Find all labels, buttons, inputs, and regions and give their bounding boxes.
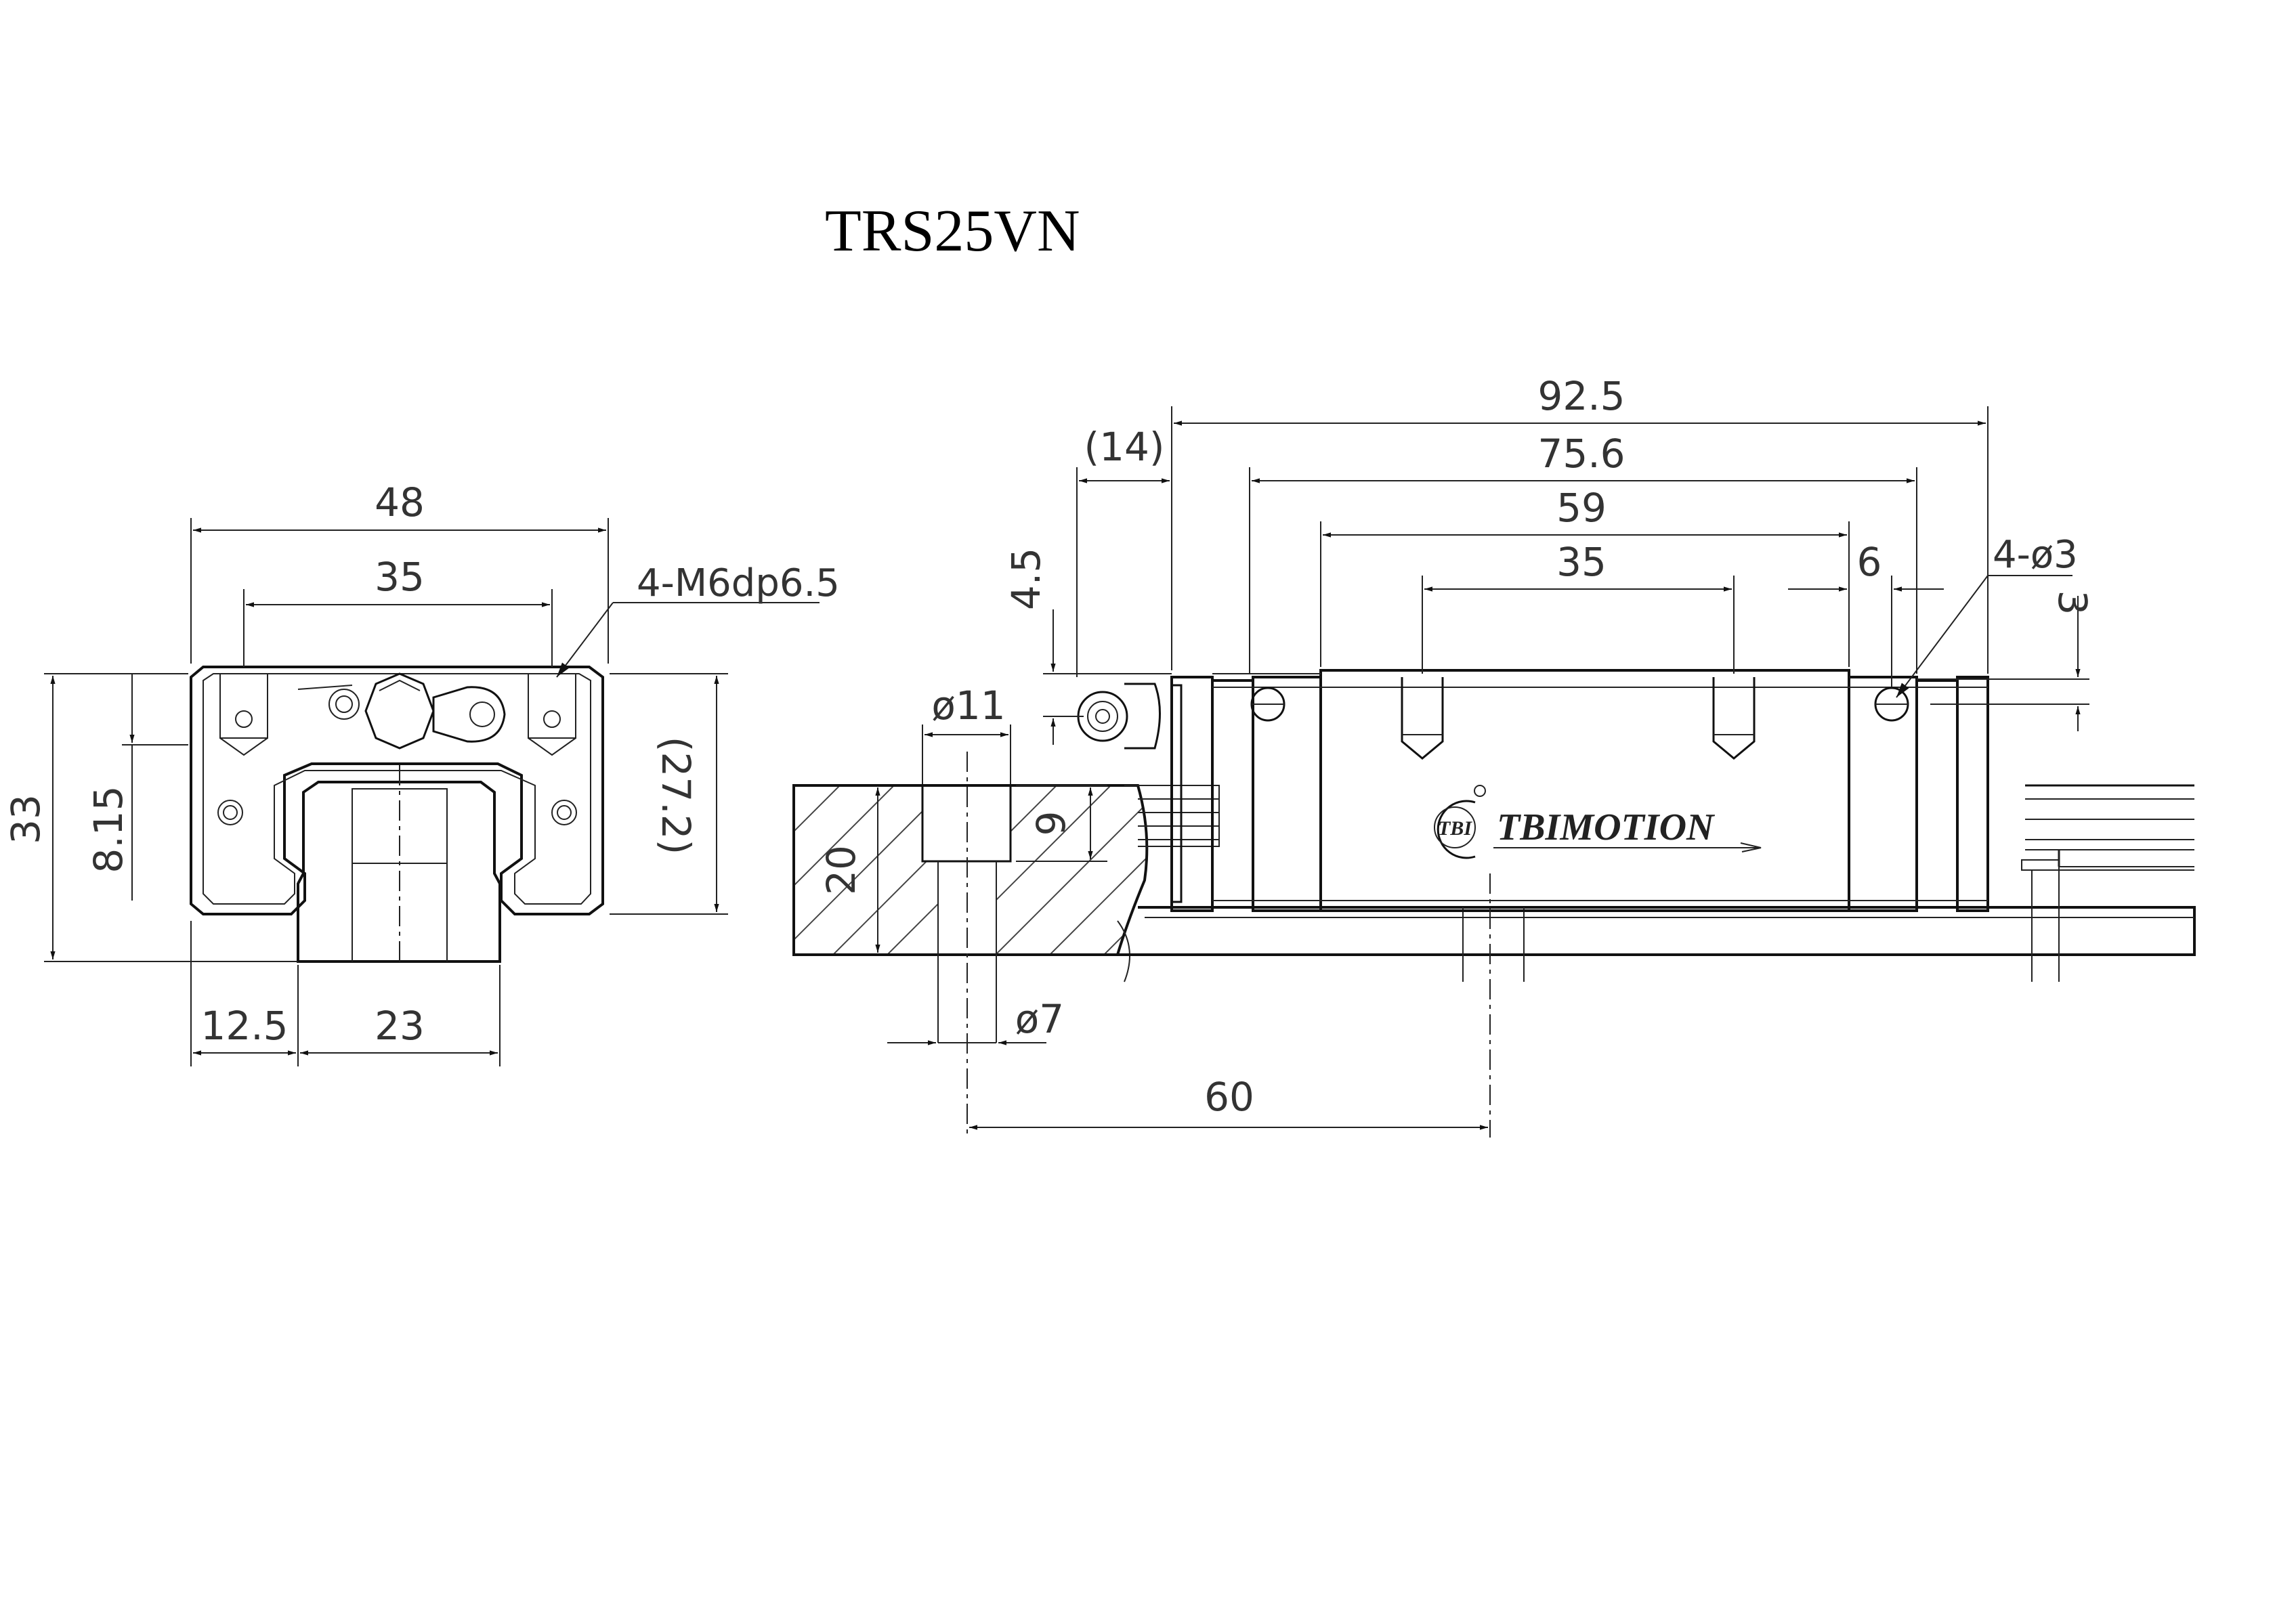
dim-steel-length: 59: [1556, 485, 1607, 531]
front-grease-nipple: [297, 672, 506, 750]
dim-front-side: 12.5: [200, 1003, 288, 1049]
thread-callout: 4-M6dp6.5: [637, 561, 840, 605]
dim-through-hole: ø7: [1015, 996, 1064, 1042]
end-seal-right: [1956, 676, 1989, 912]
side-grease-nipple: [1077, 683, 1161, 750]
dim-counterbore-depth: 9: [1028, 811, 1074, 836]
side-view: TBI TBIMOTION (14) 92.5 75.6 59: [792, 373, 2196, 1138]
logo-badge: TBI: [1438, 817, 1472, 840]
end-plate-left: [1252, 676, 1322, 912]
front-view: 48 35 4-M6dp6.5 33 8.15 (27.2) 12.5 23: [3, 479, 840, 1066]
end-cap-right: [1915, 679, 1959, 909]
dim-grease-height: 4.5: [1003, 548, 1049, 610]
dim-front-block-height: (27.2): [653, 737, 699, 855]
dim-counterbore: ø11: [931, 683, 1005, 729]
end-seal-left: [1170, 676, 1214, 912]
dim-pin-depth: 3: [2049, 590, 2096, 615]
front-side-hole-left: [217, 800, 243, 825]
dim-front-rail-width: 23: [375, 1003, 425, 1049]
front-side-hole-right: [551, 800, 577, 825]
dim-side-rail-height: 20: [818, 845, 864, 895]
front-seal-outline: [203, 673, 591, 905]
side-tapped-holes: [1401, 677, 1756, 760]
front-tapped-hole-left: [219, 673, 268, 739]
dim-front-rail-height: 8.15: [85, 785, 131, 873]
rail-section-outline: [792, 784, 1149, 956]
dim-front-hole-pitch: 35: [375, 554, 425, 600]
dim-pin-holes: 4-ø3: [1993, 533, 2078, 577]
dim-seal: (14): [1084, 424, 1164, 470]
tbimotion-logo: TBI TBIMOTION: [1434, 785, 1762, 859]
dim-front-width: 48: [375, 479, 425, 525]
dim-rail-pitch: 60: [1204, 1074, 1254, 1120]
drawing-title: TRS25VN: [825, 198, 1080, 264]
dim-total-length: 92.5: [1537, 373, 1625, 419]
dim-front-height: 33: [3, 794, 49, 844]
dim-end-offset: 6: [1857, 539, 1882, 585]
dim-side-hole-pitch: 35: [1556, 539, 1607, 585]
front-rail: [297, 781, 501, 963]
logo-text: TBIMOTION: [1497, 806, 1716, 848]
front-tapped-hole-right: [528, 673, 576, 739]
steel-block: [1319, 669, 1850, 912]
front-block-outline: [190, 666, 604, 915]
dim-body-length: 75.6: [1537, 431, 1625, 477]
